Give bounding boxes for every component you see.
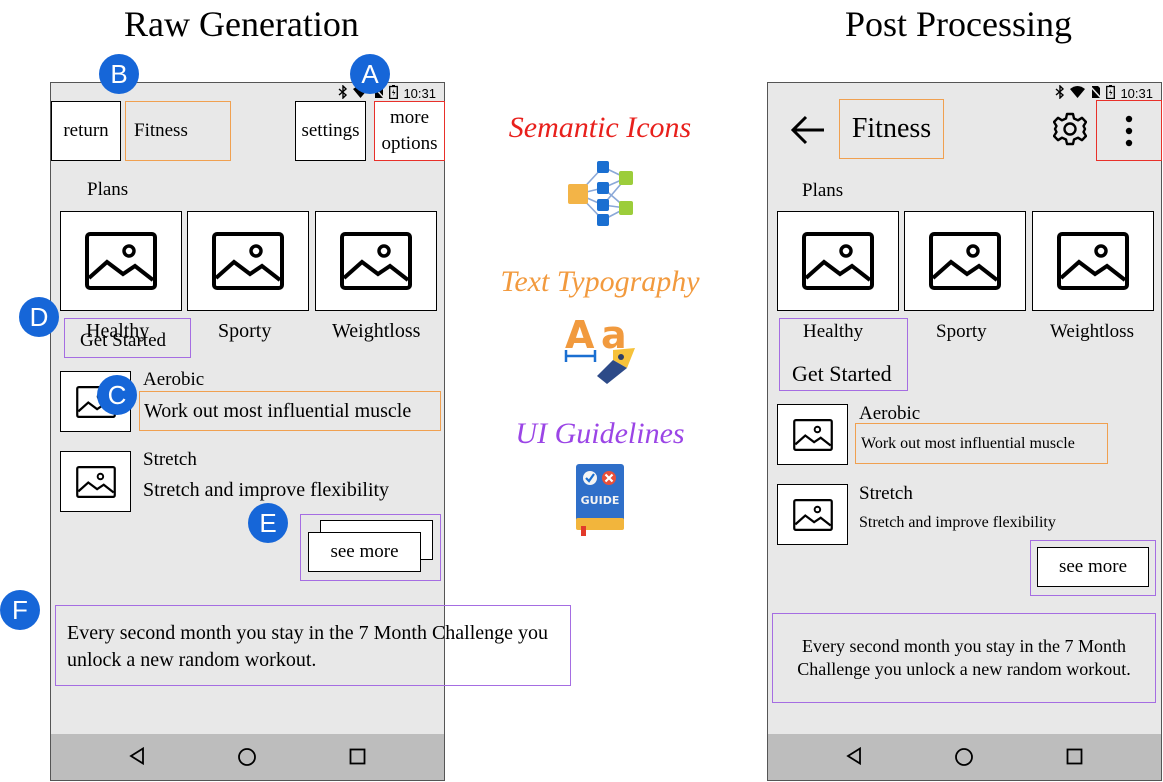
gear-icon[interactable] <box>1052 112 1088 151</box>
post-challenge-box: Every second month you stay in the 7 Mon… <box>772 613 1156 703</box>
post-list-subtitle-stretch: Stretch and improve flexibility <box>859 514 1056 531</box>
image-placeholder-icon <box>792 498 833 531</box>
more-options-button-post[interactable] <box>1096 100 1162 161</box>
post-get-started-box[interactable] <box>779 318 908 391</box>
image-placeholder-icon <box>802 232 874 290</box>
raw-get-started-box[interactable] <box>64 318 191 358</box>
back-nav-icon[interactable] <box>846 746 862 770</box>
svg-text:GUIDE: GUIDE <box>581 494 620 507</box>
badge-a: A <box>350 54 390 94</box>
battery-icon <box>389 84 399 102</box>
raw-list-subtitle-aerobic: Work out most influential muscle <box>144 399 412 422</box>
post-plan-card[interactable] <box>904 211 1026 311</box>
guide-book-icon: GUIDE <box>574 462 626 541</box>
wifi-icon <box>1070 85 1086 101</box>
raw-plan-card[interactable] <box>187 211 309 311</box>
raw-plan-label-healthy: Healthy <box>86 320 150 342</box>
raw-aerobic-subtitle-box: Work out most influential muscle <box>139 391 441 431</box>
status-time: 10:31 <box>1120 85 1153 101</box>
status-time: 10:31 <box>403 85 436 101</box>
post-title-box: Fitness <box>839 99 944 159</box>
typography-pen-icon: A a <box>563 312 639 391</box>
legend-semantic-icons: Semantic Icons <box>508 111 692 144</box>
image-placeholder-icon <box>929 232 1001 290</box>
post-title: Fitness <box>851 113 932 144</box>
recents-nav-icon[interactable] <box>349 748 366 770</box>
post-status-bar: 10:31 <box>1055 83 1161 103</box>
raw-get-started-label: Get Started <box>80 330 167 351</box>
badge-e: E <box>248 503 288 543</box>
raw-see-more-box <box>300 514 441 581</box>
home-nav-icon[interactable] <box>237 747 257 772</box>
bluetooth-icon <box>338 83 348 102</box>
heading-post-processing: Post Processing <box>845 4 1073 44</box>
post-plan-card[interactable] <box>777 211 899 311</box>
post-get-started-label: Get Started <box>792 361 892 386</box>
post-see-more-box <box>1030 540 1156 596</box>
heading-raw-generation: Raw Generation <box>124 4 359 44</box>
post-list-title-stretch: Stretch <box>859 483 913 504</box>
raw-challenge-box: Every second month you stay in the 7 Mon… <box>55 605 571 686</box>
raw-list-subtitle-stretch: Stretch and improve flexibility <box>143 479 390 501</box>
raw-plan-card[interactable] <box>315 211 437 311</box>
post-see-more-button[interactable]: see more <box>1037 547 1149 587</box>
arrow-back-icon[interactable] <box>790 114 826 151</box>
raw-list-title-aerobic: Aerobic <box>143 369 205 390</box>
badge-b: B <box>99 54 139 94</box>
more-vertical-icon <box>1125 115 1133 146</box>
raw-nav-bar <box>51 734 444 780</box>
post-nav-bar <box>768 734 1161 780</box>
post-plans-label: Plans <box>802 180 844 201</box>
bluetooth-icon <box>1055 83 1065 102</box>
badge-f: F <box>0 590 40 630</box>
post-plan-label-weightloss: Weightloss <box>1050 321 1134 342</box>
battery-icon <box>1106 84 1116 102</box>
raw-see-more-button[interactable]: see more <box>308 532 421 572</box>
image-placeholder-icon <box>85 232 157 290</box>
raw-title: Fitness <box>134 120 188 141</box>
network-graph-icon <box>566 160 634 233</box>
post-challenge-text: Every second month you stay in the 7 Mon… <box>797 636 1131 679</box>
return-button[interactable]: return <box>51 101 121 161</box>
legend-text-typography: Text Typography <box>500 265 700 298</box>
raw-plan-card[interactable] <box>60 211 182 311</box>
legend-ui-guidelines: UI Guidelines <box>515 417 685 450</box>
raw-list-thumbnail <box>60 451 131 512</box>
image-placeholder-icon <box>340 232 412 290</box>
post-plan-card[interactable] <box>1032 211 1154 311</box>
raw-plans-label: Plans <box>87 179 129 200</box>
post-list-title-aerobic: Aerobic <box>859 403 921 424</box>
post-plan-label-healthy: Healthy <box>803 321 864 342</box>
image-placeholder-icon <box>792 418 833 451</box>
recents-nav-icon[interactable] <box>1066 748 1083 770</box>
post-plan-label-sporty: Sporty <box>936 321 987 342</box>
raw-plan-label-weightloss: Weightloss <box>332 320 421 342</box>
post-list-thumbnail <box>777 404 848 465</box>
back-nav-icon[interactable] <box>129 746 145 770</box>
post-aerobic-subtitle-box: Work out most influential muscle <box>855 423 1108 464</box>
badge-d: D <box>19 297 59 337</box>
image-placeholder-icon <box>212 232 284 290</box>
image-placeholder-icon <box>1057 232 1129 290</box>
raw-list-title-stretch: Stretch <box>143 449 197 470</box>
image-placeholder-icon <box>75 465 116 498</box>
raw-plan-label-sporty: Sporty <box>218 320 272 342</box>
raw-challenge-text: Every second month you stay in the 7 Mon… <box>67 622 549 671</box>
more-options-button[interactable]: more options <box>374 101 445 161</box>
post-list-thumbnail <box>777 484 848 545</box>
post-list-subtitle-aerobic: Work out most influential muscle <box>861 434 1075 452</box>
badge-c: C <box>97 375 137 415</box>
settings-button[interactable]: settings <box>295 101 366 161</box>
home-nav-icon[interactable] <box>954 747 974 772</box>
svg-text:A: A <box>565 313 595 357</box>
raw-title-box: Fitness <box>125 101 231 161</box>
no-sim-icon <box>1089 84 1103 102</box>
